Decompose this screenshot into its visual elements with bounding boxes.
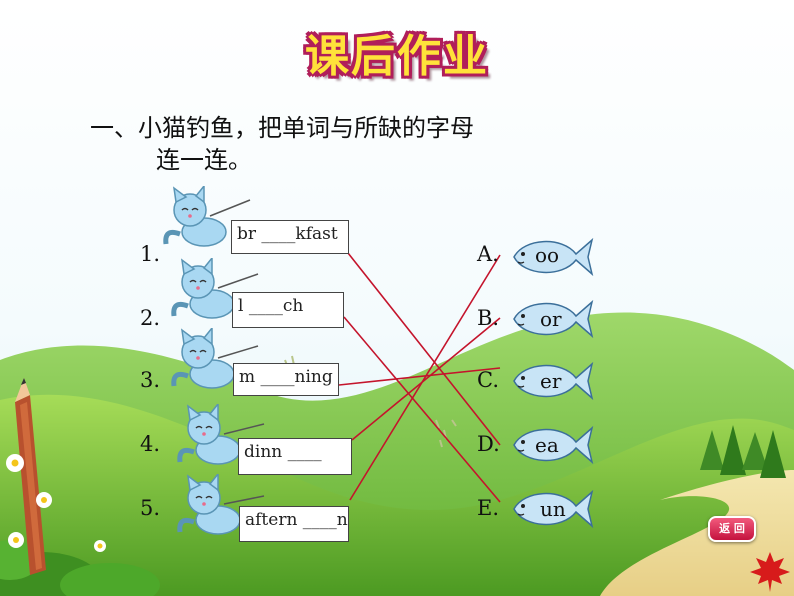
fish-icon: [513, 299, 594, 339]
cat-fishing-icon: [177, 404, 265, 465]
tree-cluster: [700, 425, 786, 478]
word-box-1: br ____kfast: [231, 220, 349, 254]
fish-icon: [513, 489, 594, 529]
answer-letter-c: C.: [477, 368, 499, 392]
fish-icon: [513, 425, 594, 465]
cat-fishing-icon: [177, 474, 265, 535]
fish-label-c: er: [540, 369, 562, 393]
word-box-2: l ____ch: [232, 292, 344, 328]
match-line-1-D: [347, 252, 501, 446]
fish-label-b: or: [540, 307, 562, 331]
dirt-path: [600, 470, 794, 596]
cat-fishing-icon: [163, 186, 251, 247]
cat-fishing-icon: [171, 328, 259, 389]
question-number-5: 5.: [140, 496, 161, 520]
answer-letter-d: D.: [477, 432, 500, 456]
answer-letter-a: A.: [477, 242, 499, 266]
match-line-3-C: [338, 367, 501, 386]
instruction-line-1: 一、小猫钓鱼，把单词与所缺的字母: [90, 114, 474, 142]
fish-icon: [513, 237, 594, 277]
pencil-illustration: [15, 378, 46, 575]
grass-bushes: [0, 540, 160, 596]
question-number-4: 4.: [140, 432, 161, 456]
answer-letter-b: B.: [477, 306, 500, 330]
word-box-4: dinn ____: [238, 438, 352, 475]
back-button[interactable]: 返 回: [708, 516, 756, 542]
fish-icon: [513, 361, 594, 401]
maple-leaf-icon: [750, 552, 790, 592]
word-box-3: m ____ning: [233, 363, 339, 396]
cat-fishing-icon: [171, 258, 259, 319]
fish-label-a: oo: [535, 243, 560, 267]
daisy-flowers: [6, 454, 106, 552]
fish-label-d: ea: [535, 433, 559, 457]
question-number-2: 2.: [140, 306, 161, 330]
instruction-text: 一、小猫钓鱼，把单词与所缺的字母 连一连。: [90, 112, 474, 176]
answer-letter-e: E.: [477, 496, 500, 520]
instruction-line-2: 连一连。: [156, 146, 252, 174]
question-number-1: 1.: [140, 242, 161, 266]
match-line-2-E: [343, 316, 501, 503]
match-lines: [338, 252, 501, 503]
match-line-5-A: [349, 254, 501, 501]
match-line-4-B: [351, 317, 501, 441]
word-box-5: aftern ____n: [239, 506, 349, 542]
fish-label-e: un: [540, 497, 566, 521]
page-title: 课后作业: [305, 31, 489, 82]
question-number-3: 3.: [140, 368, 161, 392]
